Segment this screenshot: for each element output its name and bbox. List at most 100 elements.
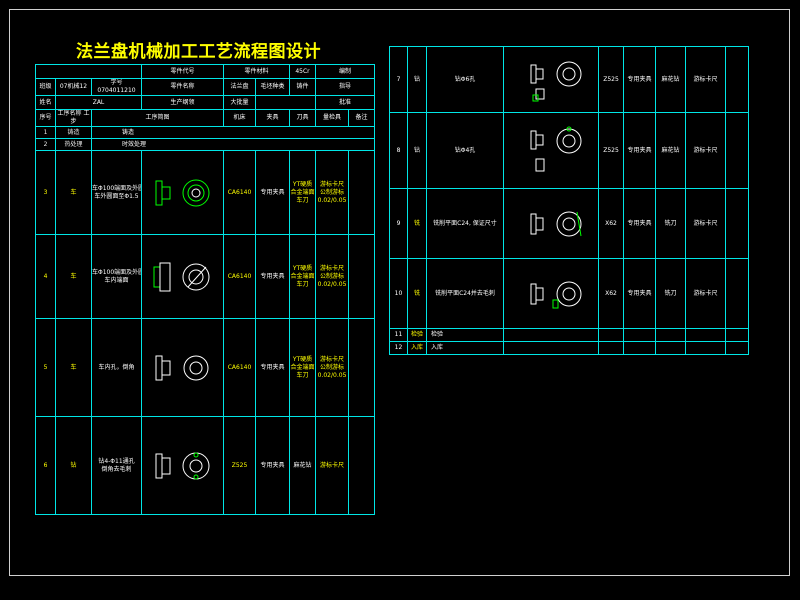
step-name: 铸造 xyxy=(55,126,92,139)
machine: Z525 xyxy=(223,416,256,515)
col-header: 工序名称 工步 xyxy=(55,109,92,127)
header-cell: 姓名 xyxy=(35,95,56,110)
fixture: 专用夹具 xyxy=(254,234,291,319)
col-header: 序号 xyxy=(35,109,56,127)
table-row: 6 钻 钻4-Φ11通孔 倒角去毛刺 Z525 专用夹具 麻花钻 游标卡尺 xyxy=(35,416,376,515)
table-row: 4 车 车Φ100端面及外圆 车内端面 CA6140 专用夹具 YT硬质合金端面… xyxy=(35,234,376,319)
col-header: 夹具 xyxy=(254,109,291,127)
fixture: 专用夹具 xyxy=(623,258,656,329)
header-cell: ZAL xyxy=(55,95,142,110)
page-title: 法兰盘机械加工工艺流程图设计 xyxy=(76,42,321,62)
header-cell: 指导 xyxy=(315,78,376,96)
tool: 铣刀 xyxy=(655,258,686,329)
col-header: 机床 xyxy=(223,109,256,127)
step-name: 车 xyxy=(55,150,92,235)
fixture: 专用夹具 xyxy=(623,46,656,113)
step-desc: 钻Φ4孔 xyxy=(426,112,504,189)
step-no: 2 xyxy=(35,138,56,151)
machine: Z525 xyxy=(598,46,624,113)
header-cell: 法兰盘 xyxy=(223,78,256,96)
gauge: 游标卡尺 公制游标 0.02/0.05 xyxy=(315,234,350,319)
step-no: 9 xyxy=(389,188,408,259)
step-desc: 钻Φ6孔 xyxy=(426,46,504,113)
process-sketch xyxy=(141,150,224,235)
process-sketch xyxy=(141,318,224,417)
flange-sketch xyxy=(530,281,582,308)
table-row: 10 铣 铣削平面C24并去毛刺 X62 专用夹具 铣刀 游标卡尺 xyxy=(389,258,749,329)
fixture: 专用夹具 xyxy=(623,112,656,189)
step-no: 8 xyxy=(389,112,408,189)
gauge: 游标卡尺 xyxy=(685,188,726,259)
machine: X62 xyxy=(598,188,624,259)
table-row: 7 钻 钻Φ6孔 Z525 专用夹具 麻花钻 游标卡尺 xyxy=(389,46,749,113)
header-cell: 铸件 xyxy=(289,78,317,96)
step-desc: 车Φ100端面及外圆 车内端面 xyxy=(91,234,142,319)
col-header: 备注 xyxy=(348,109,376,127)
col-header: 量检具 xyxy=(315,109,350,127)
step-name: 铣 xyxy=(407,258,427,329)
flange-sketch xyxy=(155,179,209,206)
fixture: 专用夹具 xyxy=(623,188,656,259)
col-header: 工序简图 xyxy=(91,109,224,127)
col-header: 刀具 xyxy=(289,109,317,127)
flange-sketch xyxy=(155,452,209,479)
header-cell: 班级 xyxy=(35,78,56,96)
fixture: 专用夹具 xyxy=(254,318,291,417)
header-cell: 07机械12 xyxy=(55,78,92,96)
machine: CA6140 xyxy=(223,234,256,319)
step-desc: 铣削平面C24并去毛刺 xyxy=(426,258,504,329)
step-no: 7 xyxy=(389,46,408,113)
table-row: 11 检验 检验 xyxy=(389,328,749,342)
header-cell: 大批量 xyxy=(223,95,256,110)
header-cell: 45Cr xyxy=(289,64,317,79)
step-no: 5 xyxy=(35,318,56,417)
header-cell: 批准 xyxy=(315,95,376,110)
machine: CA6140 xyxy=(223,318,256,417)
gauge: 游标卡尺 公制游标 0.02/0.05 xyxy=(315,150,350,235)
table-row: 5 车 车内孔，倒角 CA6140 专用夹具 YT硬质合金端面车刀 游标卡尺 公… xyxy=(35,318,376,417)
table-row: 8 钻 钻Φ4孔 Z525 专用夹具 麻花钻 游标卡尺 xyxy=(389,112,749,189)
header-cell-text: 学号 xyxy=(110,79,123,87)
gauge: 游标卡尺 xyxy=(315,416,350,515)
table-row: 12 入库 入库 xyxy=(389,341,749,355)
step-name: 入库 xyxy=(407,341,427,355)
tool: 麻花钻 xyxy=(289,416,317,515)
step-no: 4 xyxy=(35,234,56,319)
header-cell: 毛坯种类 xyxy=(254,78,291,96)
drawing-frame xyxy=(9,9,790,576)
process-sketch xyxy=(141,416,224,515)
tool: YT硬质合金端面车刀 xyxy=(289,150,317,235)
step-name: 热处理 xyxy=(55,138,92,151)
header-cell: 生产纲领 xyxy=(141,95,224,110)
header-cell-text: 0704011210 xyxy=(97,87,136,94)
fixture: 专用夹具 xyxy=(254,416,291,515)
header-cell: 零件材料 xyxy=(222,64,291,79)
step-no: 1 xyxy=(35,126,56,139)
process-sketch xyxy=(503,188,599,259)
table-row: 1 铸造 铸造 xyxy=(35,126,376,139)
process-table-left: 零件代号 零件材料 45Cr 编制 班级 07机械12 学号 070401121… xyxy=(35,64,376,515)
process-sketch xyxy=(503,258,599,329)
machine: Z525 xyxy=(598,112,624,189)
step-desc: 车Φ100端面及外圆 车外圆面至Φ1.5 xyxy=(91,150,142,235)
process-sketch xyxy=(503,112,599,189)
step-name: 钻 xyxy=(407,46,427,113)
gauge: 游标卡尺 xyxy=(685,46,726,113)
flange-sketch xyxy=(530,126,582,171)
flange-sketch xyxy=(530,211,582,236)
process-sketch xyxy=(141,234,224,319)
tool: YT硬质合金端面车刀 xyxy=(289,234,317,319)
step-content: 铸造 xyxy=(90,126,376,139)
table-row: 9 铣 铣削平面C24, 保证尺寸 X62 专用夹具 铣刀 游标卡尺 xyxy=(389,188,749,259)
step-no: 3 xyxy=(35,150,56,235)
tool: 麻花钻 xyxy=(655,46,686,113)
step-name: 车 xyxy=(55,234,92,319)
step-name: 钻 xyxy=(407,112,427,189)
step-name: 车 xyxy=(55,318,92,417)
step-desc: 铣削平面C24, 保证尺寸 xyxy=(426,188,504,259)
header-cell: 零件名称 xyxy=(141,78,224,96)
flange-sketch xyxy=(530,61,582,101)
machine: X62 xyxy=(598,258,624,329)
tool: YT硬质合金端面车刀 xyxy=(289,318,317,417)
step-desc: 入库 xyxy=(426,341,504,355)
